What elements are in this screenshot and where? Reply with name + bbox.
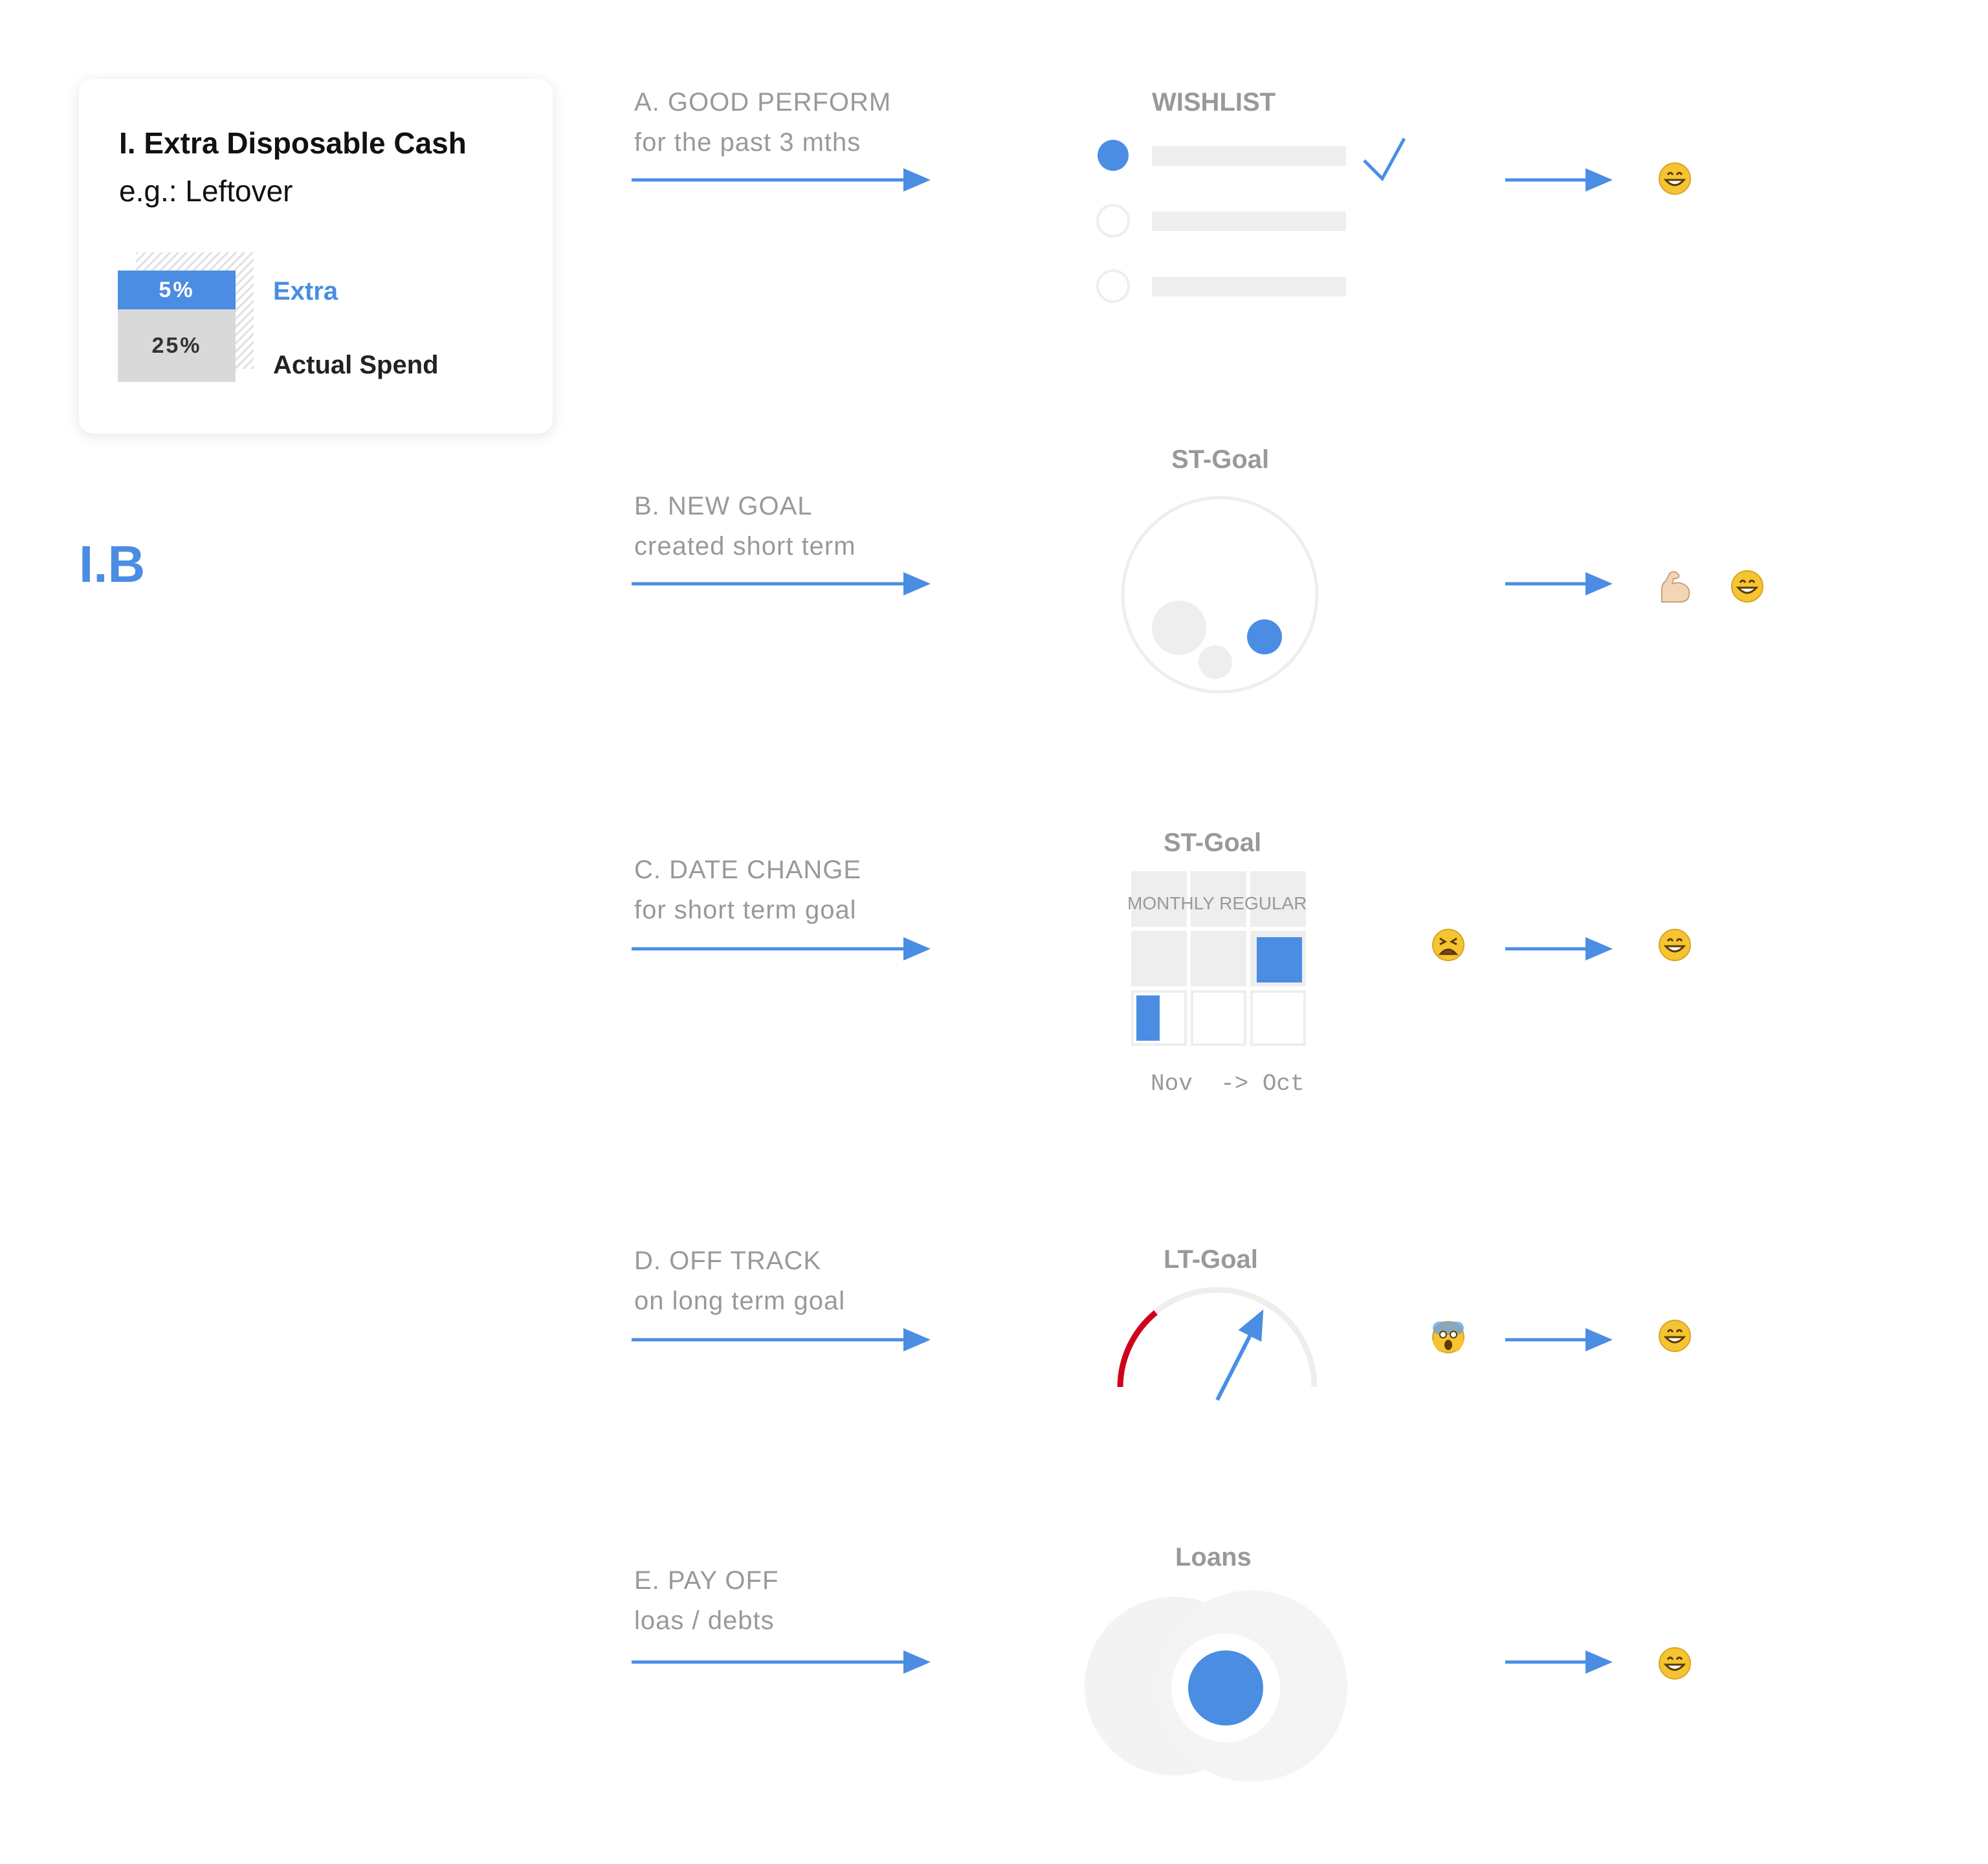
section-label: I.B: [79, 535, 146, 593]
lt-goal-title: LT-Goal: [1164, 1245, 1258, 1274]
tired-face-icon: [1432, 929, 1464, 961]
step-d-arrow: [632, 1328, 931, 1351]
card-title: I. Extra Disposable Cash: [119, 126, 467, 160]
flexed-biceps-icon: [1661, 571, 1690, 603]
step-b-subtitle: created short term: [634, 532, 856, 560]
actual-spend-label: Actual Spend: [273, 351, 439, 379]
wishlist-title: WISHLIST: [1152, 88, 1276, 116]
loans-visual: [1085, 1590, 1347, 1782]
extra-label: Extra: [273, 277, 338, 305]
st-goal-circle-visual: [1121, 496, 1319, 694]
step-c-result-arrow: [1505, 937, 1613, 960]
grinning-face-icon: [1659, 162, 1691, 195]
card-subtitle: e.g.: Leftover: [119, 174, 293, 208]
date-change-label: Nov -> Oct: [1151, 1071, 1305, 1097]
calendar-grid-visual: [1131, 871, 1306, 1046]
step-b-title: B. NEW GOAL: [634, 492, 813, 520]
extra-bar: 5%: [118, 271, 236, 309]
st-goal-title: ST-Goal: [1171, 445, 1270, 474]
step-a-subtitle: for the past 3 mths: [634, 128, 861, 157]
grinning-face-icon: [1731, 570, 1763, 603]
step-d-title: D. OFF TRACK: [634, 1247, 822, 1275]
grid-header: MONTHLY REGULAR: [1127, 893, 1307, 913]
loans-title: Loans: [1175, 1543, 1252, 1571]
step-a-result-arrow: [1505, 168, 1613, 192]
st-goal-date-title: ST-Goal: [1164, 828, 1262, 857]
step-b-arrow: [632, 572, 931, 595]
wishlist-visual: [1096, 137, 1406, 303]
step-a-title: A. GOOD PERFORM: [634, 88, 892, 116]
step-d-subtitle: on long term goal: [634, 1287, 846, 1315]
summary-card: I. Extra Disposable Cash e.g.: Leftover …: [79, 79, 553, 434]
step-e-arrow: [632, 1650, 931, 1674]
grinning-face-icon: [1659, 1320, 1691, 1352]
step-b-result-arrow: [1505, 572, 1613, 595]
step-e-title: E. PAY OFF: [634, 1566, 779, 1595]
actual-spend-bar: 25%: [118, 309, 236, 382]
gauge-needle: [1215, 1309, 1264, 1401]
step-c-subtitle: for short term goal: [634, 896, 857, 924]
step-e-result-arrow: [1505, 1650, 1613, 1674]
step-c-arrow: [632, 937, 931, 960]
grinning-face-icon: [1659, 929, 1691, 961]
lt-goal-gauge-visual: [1117, 1287, 1318, 1401]
grinning-face-icon: [1659, 1647, 1691, 1680]
step-e-subtitle: loas / debts: [634, 1606, 775, 1635]
screaming-face-icon: [1432, 1321, 1464, 1353]
step-a-arrow: [632, 168, 931, 192]
step-d-result-arrow: [1505, 1328, 1613, 1351]
step-c-title: C. DATE CHANGE: [634, 856, 862, 884]
